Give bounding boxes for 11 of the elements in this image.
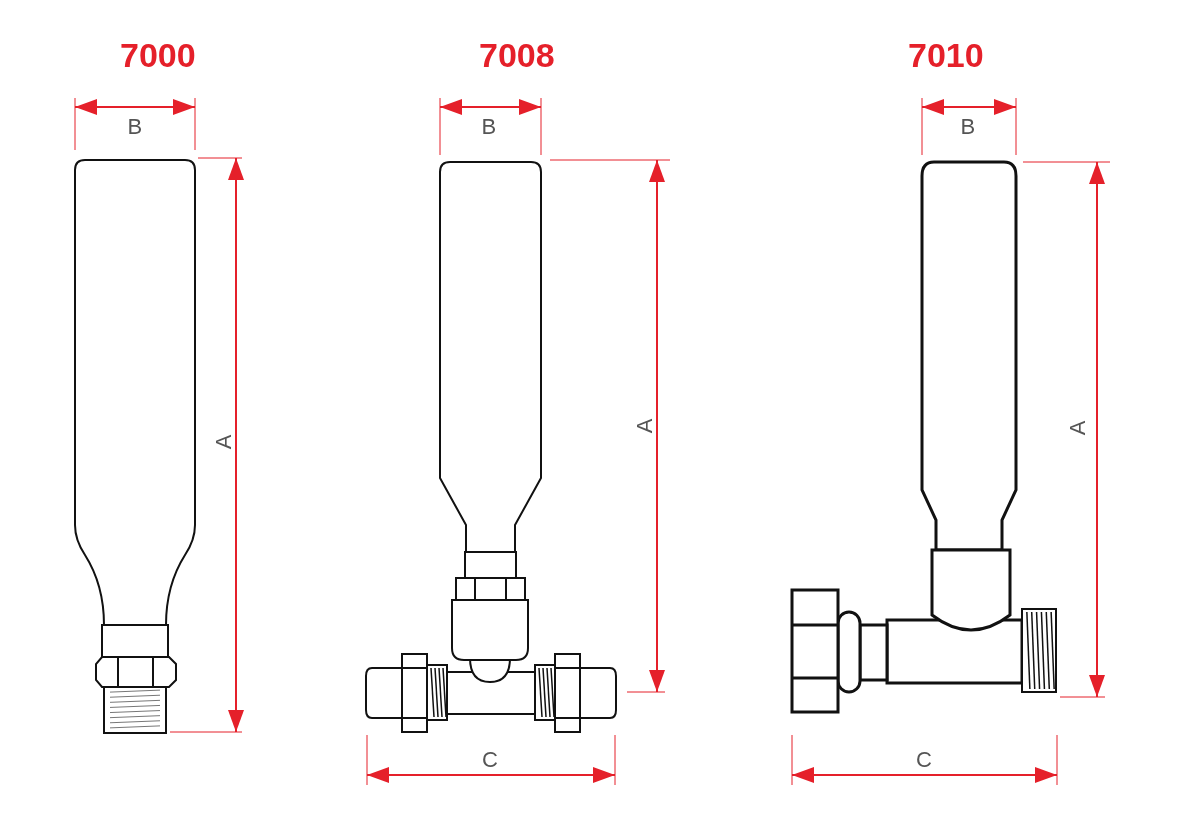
dimension-label: A: [633, 418, 656, 434]
model-number: 7010: [908, 38, 984, 72]
dimension-label: C: [482, 749, 498, 771]
dimension-label: A: [212, 434, 235, 450]
dimension-label: B: [481, 116, 497, 138]
dimension-label: C: [916, 749, 932, 771]
model-number: 7008: [479, 38, 555, 72]
model-number: 7000: [120, 38, 196, 72]
dimension-label: B: [960, 116, 976, 138]
dimension-label: A: [1066, 420, 1089, 436]
dimension-label: B: [127, 116, 143, 138]
